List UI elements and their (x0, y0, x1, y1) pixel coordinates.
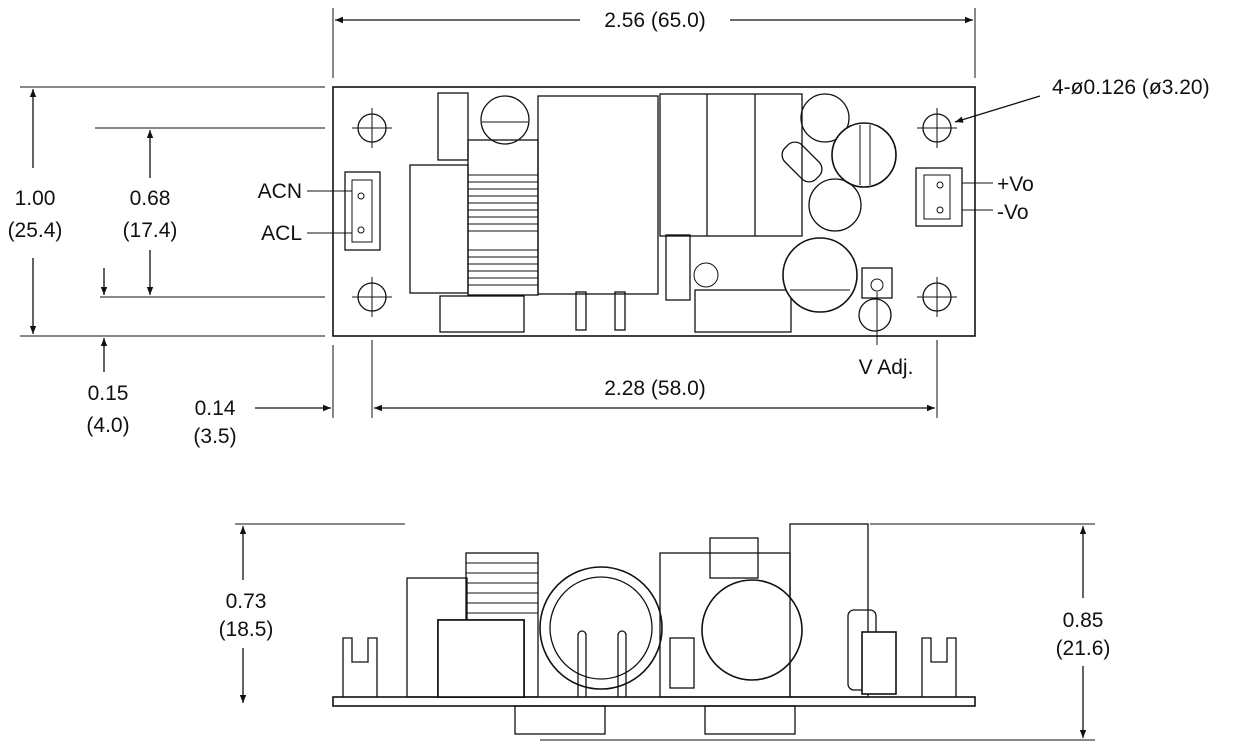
acl-label: ACL (261, 222, 302, 245)
hole-offset-y-mm: (4.0) (86, 414, 129, 437)
hole-spacing-y-inch: 0.68 (130, 187, 171, 210)
top-view: 2.56 (65.0) 4-ø0.126 (ø3.20) 1.00 (25.4)… (8, 8, 1210, 448)
hole-offset-x-mm: (3.5) (193, 425, 236, 448)
side-view: 0.73 (18.5) 0.85 (21.6) (219, 523, 1111, 741)
standoff (921, 637, 957, 697)
vo-positive-label: +Vo (997, 173, 1034, 196)
input-connector (344, 171, 381, 251)
hole-spacing-x-label: 2.28 (58.0) (604, 377, 706, 400)
v-adj-label: V Adj. (859, 356, 914, 379)
hole-spacing-y-mm: (17.4) (123, 219, 178, 242)
components (344, 92, 963, 333)
mounting-hole (352, 108, 392, 148)
total-height-inch: 0.85 (1063, 609, 1104, 632)
mounting-holes (352, 108, 957, 317)
vo-negative-label: -Vo (997, 201, 1029, 224)
acn-label: ACN (258, 180, 302, 203)
component-height-mm: (18.5) (219, 618, 274, 641)
output-connector (915, 167, 963, 227)
mounting-hole (352, 277, 392, 317)
mounting-hole (917, 277, 957, 317)
mounting-hole (917, 108, 957, 148)
pcb-side (332, 696, 976, 707)
standoff (342, 637, 378, 697)
hole-callout-label: 4-ø0.126 (ø3.20) (1052, 76, 1210, 99)
hole-offset-y-inch: 0.15 (88, 382, 129, 405)
overall-width-inch: 1.00 (15, 187, 56, 210)
component-height-inch: 0.73 (226, 590, 267, 613)
overall-width-mm: (25.4) (8, 219, 63, 242)
hole-offset-x-inch: 0.14 (195, 397, 236, 420)
total-height-mm: (21.6) (1056, 637, 1111, 660)
overall-length-label: 2.56 (65.0) (604, 9, 706, 32)
